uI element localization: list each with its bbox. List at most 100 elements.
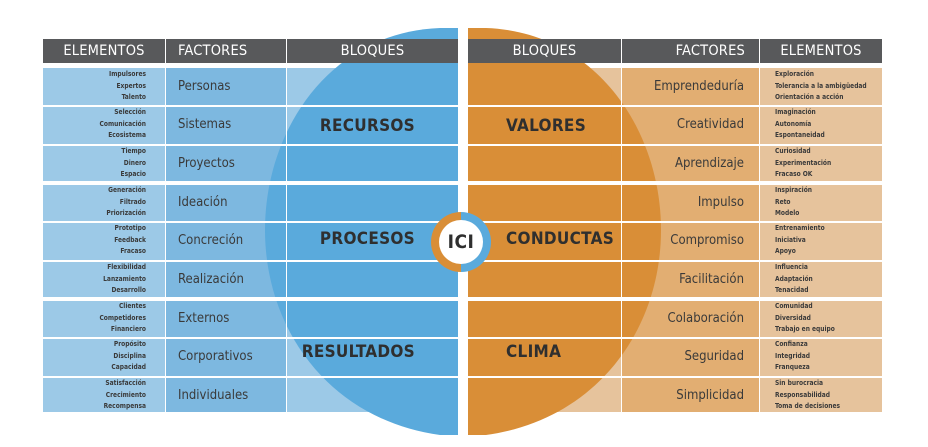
- row-separator: [468, 260, 882, 262]
- left-half-ellipse: [265, 28, 458, 435]
- element-item: Comunicación: [99, 119, 146, 128]
- element-item: Desarrollo: [111, 286, 146, 294]
- element-item: Financiero: [110, 325, 146, 333]
- element-item: Dinero: [123, 158, 146, 167]
- block-conductas: CONDUCTAS: [506, 229, 615, 249]
- element-item: Inspiración: [775, 186, 813, 194]
- column-separator: [165, 68, 166, 412]
- row-separator: [43, 337, 458, 339]
- element-item: Satisfacción: [105, 379, 146, 387]
- ici-label: ICI: [447, 231, 475, 253]
- element-item: Expertos: [116, 81, 146, 90]
- element-item: Responsabilidad: [775, 390, 831, 399]
- block-valores: VALORES: [506, 116, 587, 136]
- element-item: Franqueza: [775, 363, 810, 371]
- header-left-elementos: ELEMENTOS: [43, 39, 165, 63]
- element-item: Sin burocracia: [775, 379, 824, 387]
- header-right-elementos: ELEMENTOS: [760, 39, 882, 63]
- element-item: Lanzamiento: [103, 274, 146, 283]
- factor-label: Aprendizaje: [675, 156, 744, 171]
- element-item: Flexibilidad: [107, 263, 146, 271]
- element-item: Disciplina: [113, 351, 146, 360]
- element-item: Fracaso OK: [775, 170, 813, 178]
- element-item: Selección: [114, 108, 146, 116]
- column-separator: [759, 68, 760, 412]
- header-left-factores: FACTORES: [166, 39, 286, 63]
- block-resultados: RESULTADOS: [301, 342, 415, 362]
- row-separator: [43, 105, 458, 107]
- row-separator: [43, 297, 458, 301]
- column-separator: [621, 68, 622, 412]
- row-separator: [468, 105, 882, 107]
- element-item: Capacidad: [111, 363, 146, 371]
- element-item: Crecimiento: [105, 390, 146, 399]
- element-item: Imaginación: [775, 108, 816, 116]
- element-item: Espontaneidad: [775, 131, 825, 139]
- element-item: Priorización: [106, 209, 146, 217]
- ici-badge: ICI: [431, 212, 491, 272]
- factor-label: Emprendeduría: [653, 79, 744, 94]
- factor-label: Simplicidad: [676, 388, 744, 403]
- element-item: Fracaso: [120, 247, 146, 255]
- element-item: Autonomía: [775, 119, 812, 128]
- header-left-bloques: BLOQUES: [287, 39, 458, 63]
- element-item: Adaptación: [775, 274, 813, 283]
- element-item: Prototipo: [114, 224, 146, 232]
- row-separator: [43, 376, 458, 378]
- element-item: Experimentación: [775, 158, 832, 167]
- factor-label: Corporativos: [178, 349, 253, 364]
- factor-label: Individuales: [178, 388, 249, 403]
- element-item: Confianza: [775, 340, 808, 348]
- block-recursos: RECURSOS: [319, 116, 415, 136]
- element-item: Generación: [108, 186, 146, 194]
- element-item: Modelo: [775, 209, 800, 217]
- element-item: Apoyo: [775, 247, 796, 255]
- row-separator: [43, 221, 458, 223]
- factor-label: Compromiso: [670, 233, 744, 248]
- header-right-factores: FACTORES: [622, 39, 759, 63]
- element-item: Tolerancia a la ambigüedad: [775, 81, 867, 90]
- element-item: Tiempo: [121, 147, 146, 155]
- row-separator: [468, 221, 882, 223]
- factor-label: Realización: [178, 272, 244, 287]
- factor-label: Impulso: [697, 195, 744, 210]
- element-item: Diversidad: [775, 313, 811, 322]
- element-item: Espacio: [120, 170, 146, 178]
- factor-label: Ideación: [178, 195, 228, 210]
- factor-label: Colaboración: [667, 311, 744, 326]
- right-half-ellipse: [468, 28, 661, 435]
- element-item: Orientación a acción: [775, 93, 844, 101]
- row-separator: [43, 260, 458, 262]
- element-item: Reto: [775, 197, 791, 206]
- row-separator: [468, 337, 882, 339]
- element-item: Toma de decisiones: [775, 402, 841, 410]
- row-separator: [468, 376, 882, 378]
- factor-label: Personas: [178, 79, 231, 94]
- element-item: Competidores: [99, 313, 146, 322]
- element-item: Talento: [121, 93, 146, 101]
- element-item: Integridad: [775, 351, 810, 360]
- element-item: Recompensa: [103, 402, 146, 410]
- element-item: Feedback: [114, 235, 146, 244]
- header-right-bloques: BLOQUES: [468, 39, 621, 63]
- column-separator: [286, 68, 287, 412]
- element-item: Curiosidad: [775, 147, 811, 155]
- factor-label: Seguridad: [684, 349, 744, 364]
- row-separator: [468, 181, 882, 185]
- factor-label: Proyectos: [178, 156, 235, 171]
- element-item: Ecosistema: [108, 131, 146, 139]
- factor-label: Creatividad: [676, 117, 744, 132]
- factor-label: Facilitación: [679, 272, 744, 287]
- element-item: Tenacidad: [775, 286, 809, 294]
- row-separator: [43, 144, 458, 146]
- element-item: Entrenamiento: [775, 224, 825, 232]
- row-separator: [468, 297, 882, 301]
- element-item: Trabajo en equipo: [775, 325, 835, 333]
- factor-label: Concreción: [178, 233, 244, 248]
- element-item: Clientes: [118, 302, 146, 310]
- element-item: Exploración: [775, 70, 815, 78]
- block-clima: CLIMA: [506, 342, 562, 362]
- factor-label: Sistemas: [178, 117, 232, 132]
- element-item: Influencia: [775, 263, 808, 271]
